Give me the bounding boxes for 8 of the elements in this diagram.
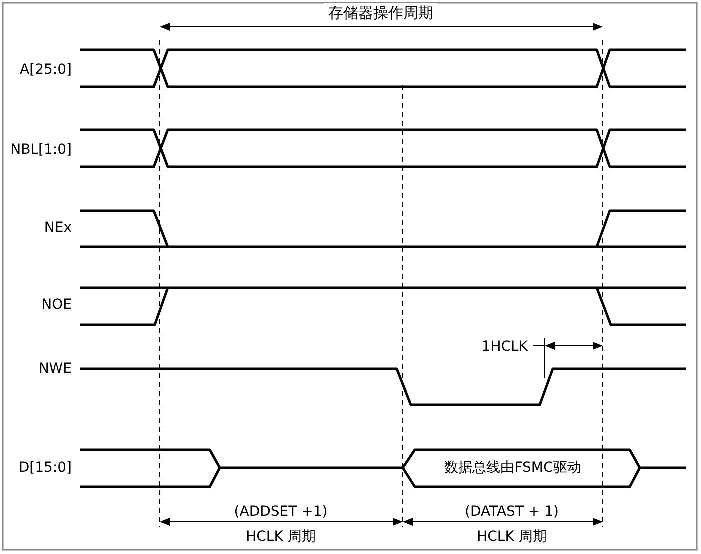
signal-name: A[25:0]: [20, 61, 72, 79]
title: 存储器操作周期: [324, 3, 438, 23]
signal-name: D[15:0]: [18, 459, 72, 477]
signal-name: NOE: [42, 296, 72, 314]
signal-name: NWE: [38, 360, 72, 378]
signal-name: NEx: [44, 219, 72, 237]
dimension-label: 1HCLK: [482, 338, 528, 356]
signal-name: NBL[1:0]: [10, 141, 72, 159]
